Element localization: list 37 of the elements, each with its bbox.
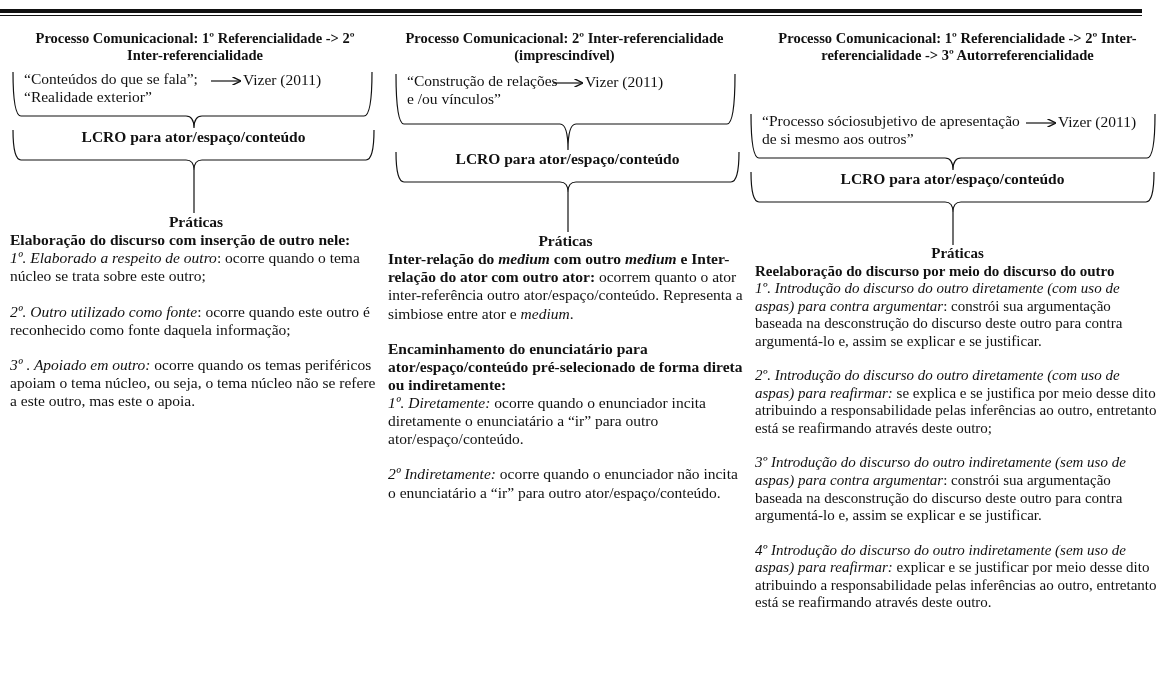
arrow [552,78,584,88]
paragraph: 1º. Introdução do discurso do outro diretamente (com uso de aspas) para contra argumentar: constrói sua argumentação baseada na desconstrução do discurso deste outro para contra argumentá-lo e, assim se explicar e se justificar. [755,280,1124,351]
paragraph: 3º . Apoiado em outro: ocorre quando os temas periféricos apoiam o tema núcleo, ou seja, o tema núcleo não se refere a este outro, mas este o apoia. [10,355,377,411]
curly-brace [750,113,1156,171]
paragraph: 3º Introdução do discurso do outro indiretamente (sem uso de aspas) para contra argumentar: constrói sua argumentação baseada na desconstrução do discurso deste outro para contra argumentá-lo e, assim se explicar e se justificar. [755,454,1127,525]
bracket-label: LCRO para ator/espaço/conteúdo [840,170,1065,187]
paragraph: 2º. Outro utilizado como fonte: ocorre quando este outro é reconhecido como fonte daquela informação; [10,302,371,339]
section-heading: Práticas [167,213,225,232]
quote-text: “Processo sóciosubjetivo de apresentação de si mesmo aos outros” [750,112,1020,148]
column-heading: Processo Comunicacional: 1º Referencialidade -> 2º Inter-referencialidade -> 3º Autorreferencialidade [777,30,1138,65]
citation: Vizer (2011) [243,71,322,89]
paragraph: 2º. Introdução do discurso do outro diretamente (com uso de aspas) para reafirmar: se explica e se justifica por meio desse dito atribuindo a responsabilidade pelas inferências ao outro, entretanto está se reafirmando através deste outro; [755,367,1158,438]
curly-brace [12,71,373,129]
section-heading: Práticas [930,245,985,263]
connector-line [193,169,195,214]
citation: Vizer (2011) [585,73,664,91]
subheading: Elaboração do discurso com inserção de outro nele: [10,231,352,250]
arrow [210,76,242,86]
bracket-label: LCRO para ator/espaço/conteúdo [81,128,306,145]
paragraph: 4º Introdução do discurso do outro indiretamente (sem uso de aspas) para reafirmar: explicar e se justificar por meio desse dito atribuindo a responsabilidade pelas inferências ao outro, entretanto está se reafirmando através deste outro. [755,541,1158,612]
paragraph: 2º Indiretamente: ocorre quando o enunciador não incita o enunciatário a “ir” para outro ator/espaço/conteúdo. [388,465,739,502]
arrow [1025,118,1057,128]
quote-text: “Conteúdos do que se fala”; “Realidade exterior” [12,70,222,106]
citation: Vizer (2011) [1058,113,1137,131]
connector-line [952,211,954,246]
section-heading: Práticas [537,232,594,251]
quote-text: “Construção de relações e /ou vínculos” [395,72,563,108]
curly-brace [395,73,736,151]
column-heading: Processo Comunicacional: 1º Referencialidade -> 2º Inter-referencialidade [34,30,356,65]
paragraph: Inter-relação do medium com outro medium e Inter-relação do ator com outro ator: ocorrem quanto o ator inter-referência outro ator/espaço/conteúdo. Representa a simbiose entre ator e medium. [388,250,743,323]
bracket-label: LCRO para ator/espaço/conteúdo [455,150,680,167]
paragraph: 1º. Diretamente: ocorre quando o enunciador incita diretamente o enunciatário a “ir” para outro ator/espaço/conteúdo. [388,394,707,449]
column-heading: Processo Comunicacional: 2º Inter-referencialidade (imprescindível) [404,30,725,65]
subheading: Reelaboração do discurso por meio do discurso do outro [755,262,1116,281]
connector-line [567,191,569,233]
paragraph: 1º. Elaborado a respeito de outro: ocorre quando o tema núcleo se trata sobre este outro; [10,249,361,286]
subheading: Encaminhamento do enunciatário para ator/espaço/conteúdo pré-selecionado de forma direta ou indiretamente: [388,339,743,394]
